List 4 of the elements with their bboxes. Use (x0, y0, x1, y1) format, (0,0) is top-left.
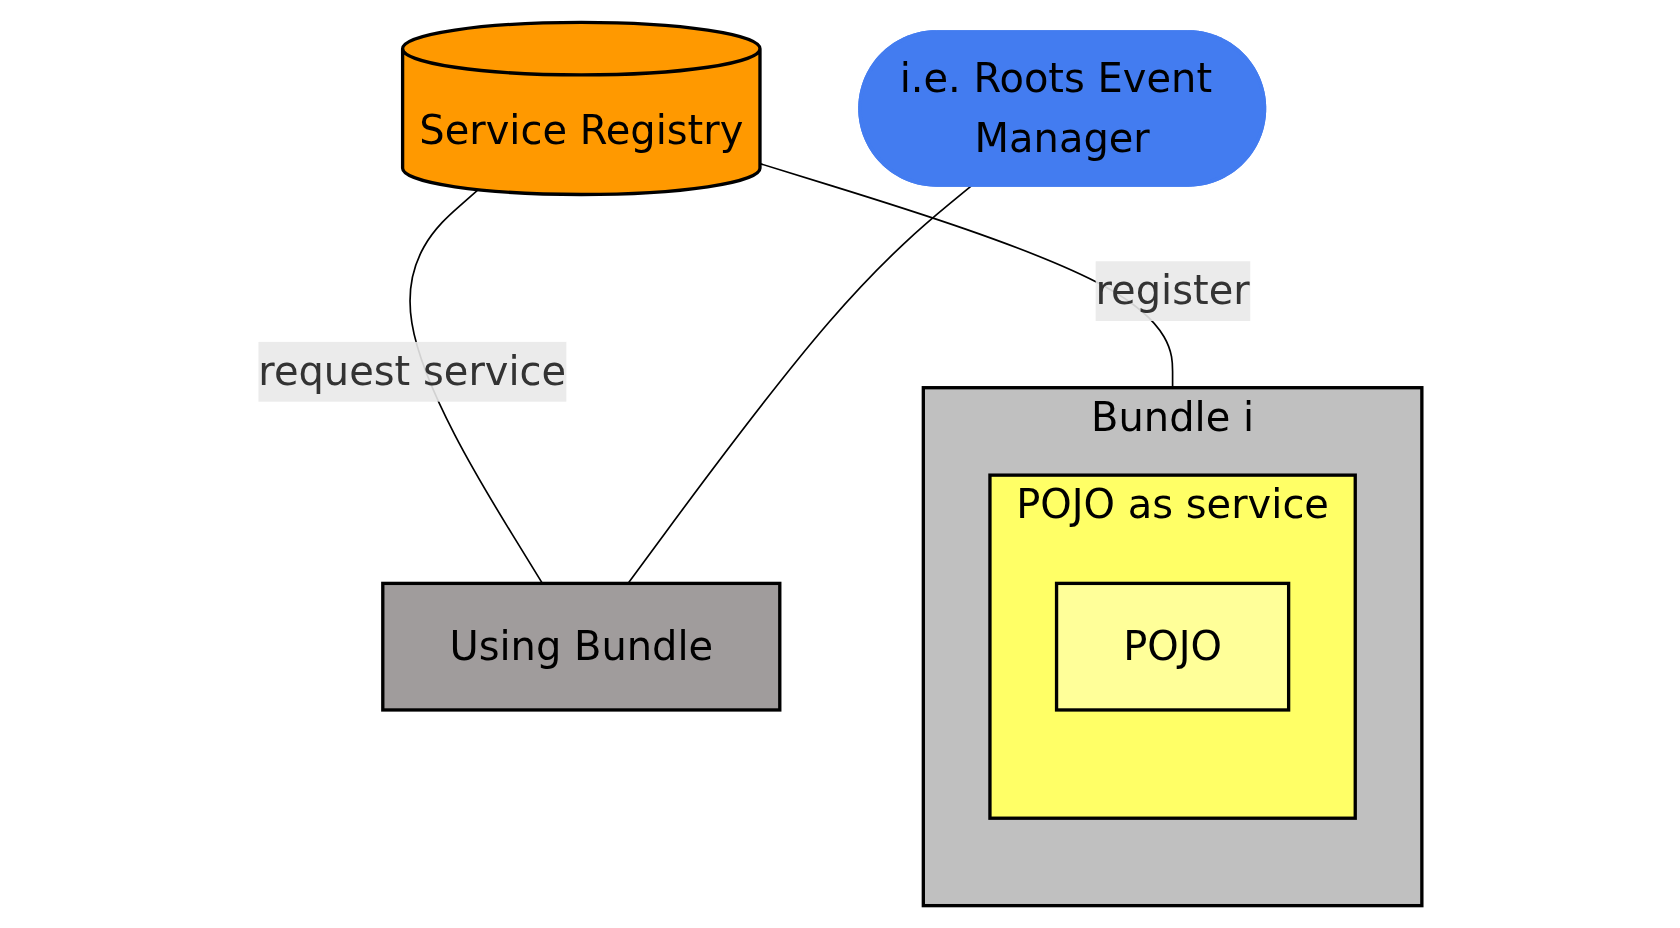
edge-label: request service (258, 348, 567, 396)
edge-label: register (1095, 267, 1250, 315)
node-box: POJO (1054, 581, 1291, 712)
node-box: Using Bundle (381, 581, 782, 712)
